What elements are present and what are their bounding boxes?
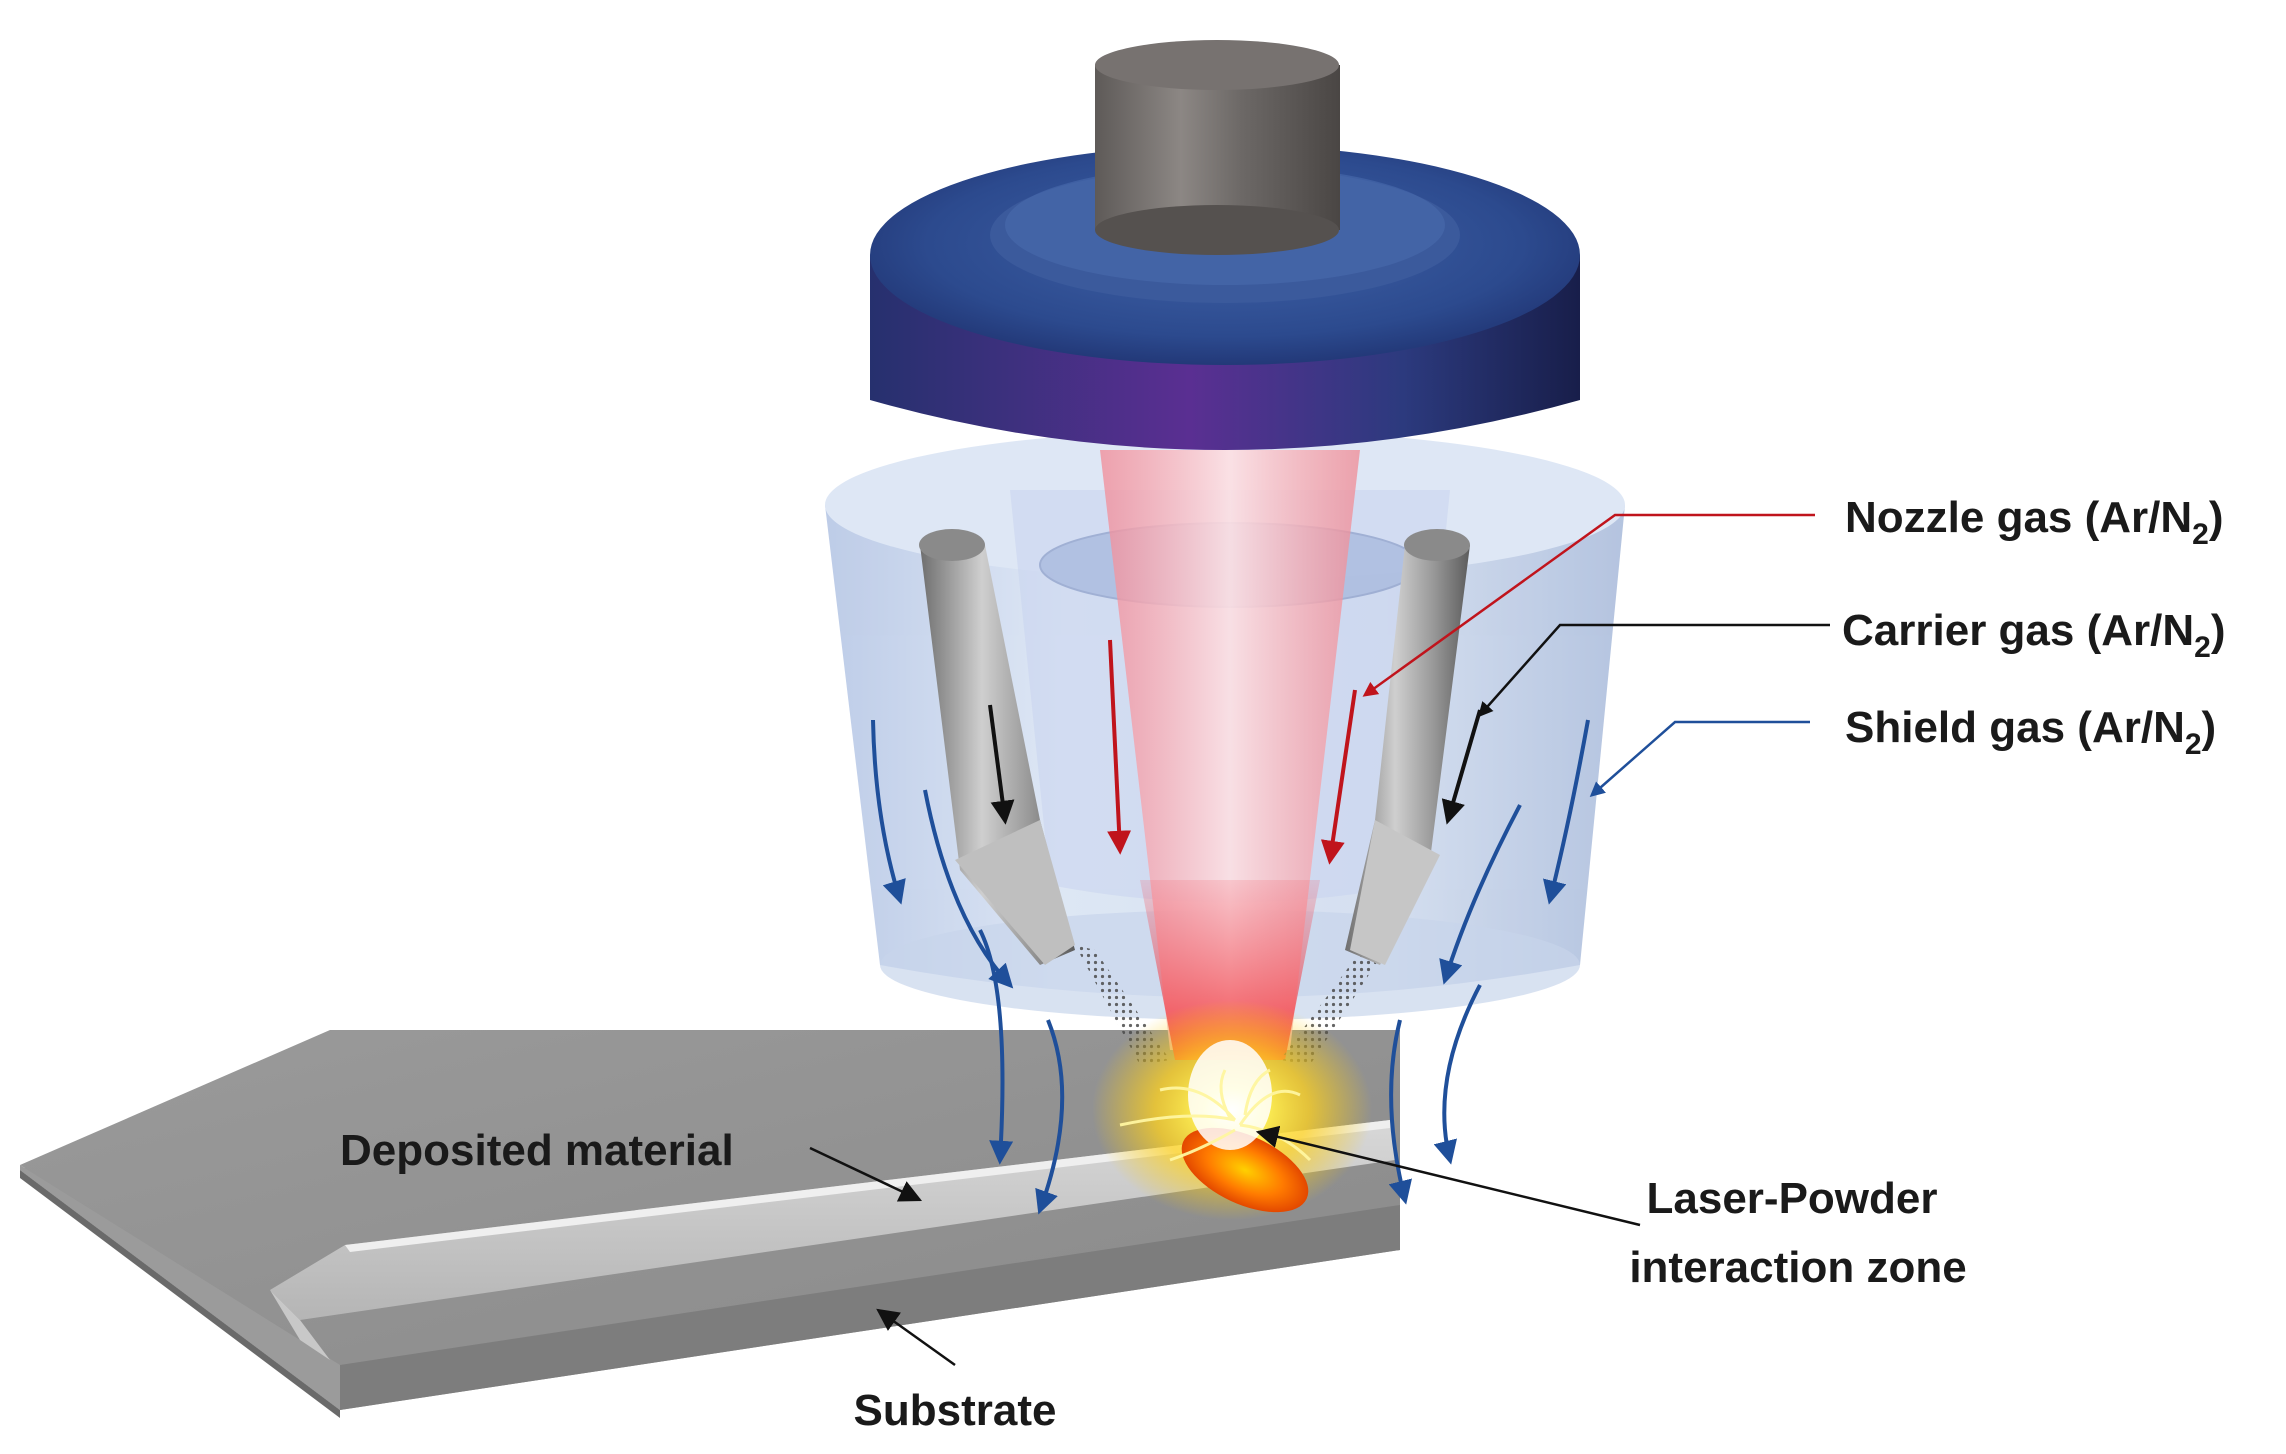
shield-gas-leader (1589, 720, 1810, 797)
laser-powder-label-line1: Laser-Powder (1647, 1174, 1938, 1223)
carrier-gas-leader (1478, 623, 1830, 718)
top-cylinder (1095, 40, 1340, 255)
nozzle-gas-leader (1362, 513, 1815, 697)
optics-housing (870, 145, 1580, 450)
substrate-label: Substrate (854, 1386, 1057, 1435)
deposited-material-label: Deposited material (340, 1126, 734, 1175)
interaction-zone-leader (1255, 1125, 1641, 1227)
shield-gas-label: Shield gas (Ar/N2) (1845, 703, 2216, 761)
nozzle-gas-label: Nozzle gas (Ar/N2) (1845, 493, 2224, 551)
shield-gas-arrows (871, 719, 1590, 1215)
deposited-material-leader (809, 1146, 923, 1202)
powder-nozzle-right (1345, 529, 1470, 965)
substrate-leader (876, 1308, 956, 1367)
carrier-gas-label: Carrier gas (Ar/N2) (1842, 606, 2225, 664)
laser-powder-interaction (1092, 1000, 1372, 1220)
nozzle-gas-arrows (1107, 639, 1357, 865)
carrier-gas-arrows (988, 704, 1482, 825)
laser-powder-label-line2: interaction zone (1629, 1243, 1966, 1292)
